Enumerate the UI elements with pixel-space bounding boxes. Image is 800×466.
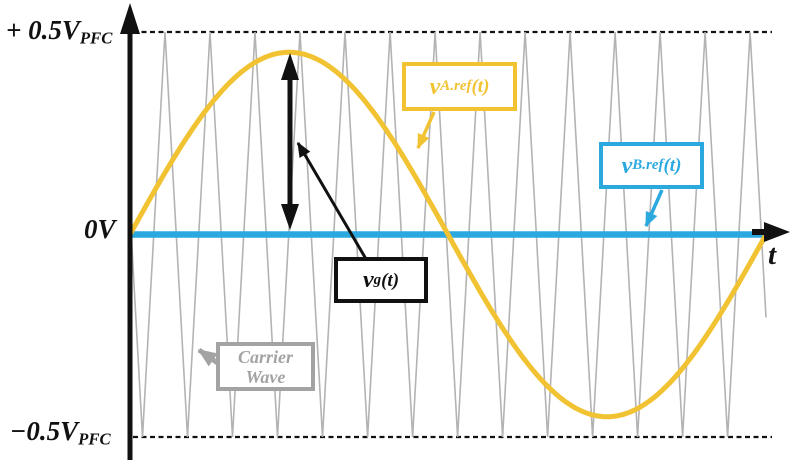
v-a-ref-t--curve <box>127 49 769 420</box>
y-tick-minus-half-vpfc: −0.5VPFC <box>10 416 111 449</box>
y-tick-zero: 0V <box>84 214 116 244</box>
x-axis-label-t: t <box>768 239 777 271</box>
vg-double-arrow-icon <box>281 53 299 230</box>
carrier-callout-arrow-icon <box>197 347 221 367</box>
vb-callout-arrow-icon <box>644 189 664 228</box>
y-tick-plus-half-vpfc: + 0.5VPFC <box>6 15 113 48</box>
x-axis-arrowhead-icon <box>764 222 790 242</box>
carrier-wave-callout-box: Carrier Wave <box>216 342 315 391</box>
y-axis-arrowhead-icon <box>120 3 140 34</box>
vg-callout-arrow-icon <box>296 141 368 260</box>
va-callout-arrow-icon <box>416 111 436 150</box>
